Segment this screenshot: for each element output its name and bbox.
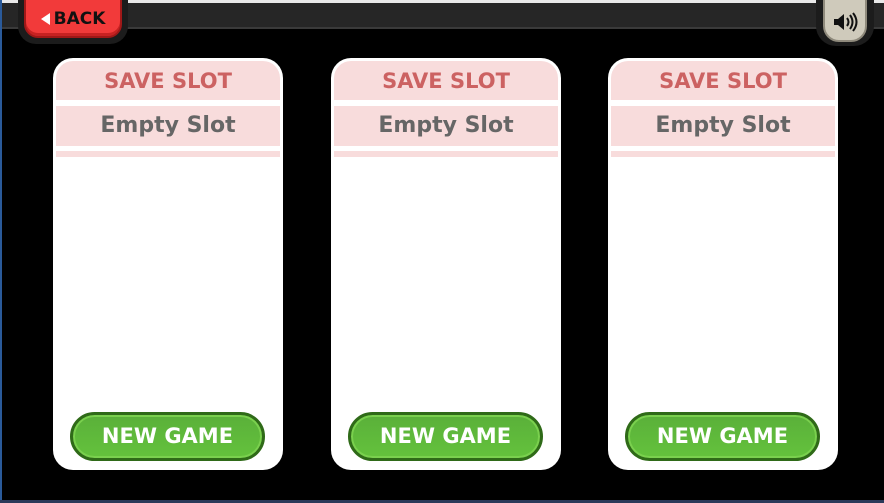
speaker-icon: [834, 12, 858, 32]
window-edge: [0, 0, 2, 503]
top-strip: [0, 0, 884, 3]
slot-name: Empty Slot: [334, 106, 558, 146]
slot-header: SAVE SLOT: [334, 61, 558, 100]
slot-divider: [611, 151, 835, 157]
new-game-button[interactable]: NEW GAME: [625, 412, 820, 461]
sound-button[interactable]: [823, 0, 867, 42]
save-slot-3: SAVE SLOT Empty Slot NEW GAME: [608, 58, 838, 470]
slot-header: SAVE SLOT: [56, 61, 280, 100]
save-slot-1: SAVE SLOT Empty Slot NEW GAME: [53, 58, 283, 470]
new-game-button[interactable]: NEW GAME: [348, 412, 543, 461]
back-arrow-icon: [40, 13, 50, 25]
slot-name: Empty Slot: [611, 106, 835, 146]
slot-divider: [56, 151, 280, 157]
back-button[interactable]: BACK: [24, 0, 122, 38]
window-edge-bottom: [0, 500, 884, 503]
slot-name: Empty Slot: [56, 106, 280, 146]
save-slot-2: SAVE SLOT Empty Slot NEW GAME: [331, 58, 561, 470]
slot-header: SAVE SLOT: [611, 61, 835, 100]
top-bar: [0, 3, 884, 29]
back-label: BACK: [53, 9, 106, 29]
slot-divider: [334, 151, 558, 157]
new-game-button[interactable]: NEW GAME: [70, 412, 265, 461]
